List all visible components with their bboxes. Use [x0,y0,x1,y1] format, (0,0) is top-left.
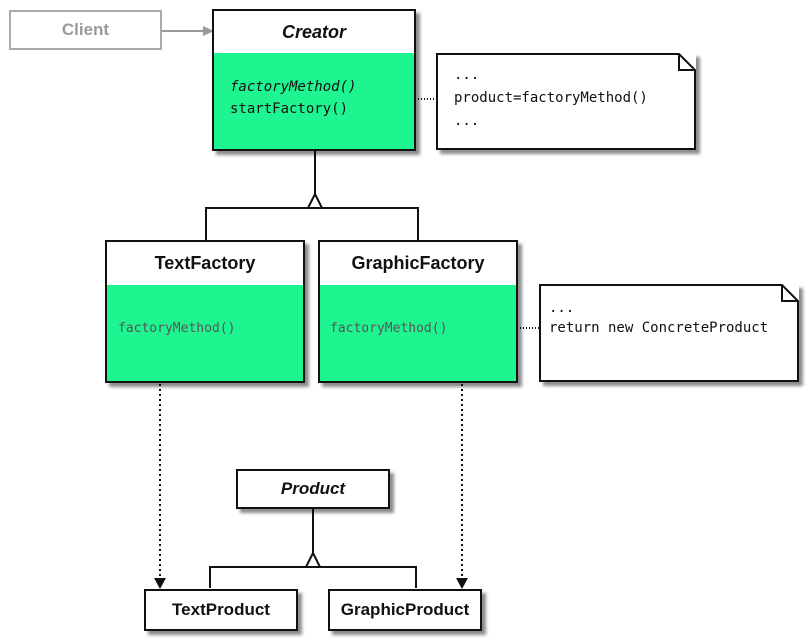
creator-code-note: ... product=factoryMethod() ... [436,53,696,150]
product-class-name: Product [280,479,346,498]
creator-inheritance-triangle [306,191,324,209]
graphicfactory-class-header: GraphicFactory [320,242,516,287]
creator-note-line-1: ... [454,67,480,83]
graphic-note-line-1: ... [549,300,575,316]
graphicfactory-code-note: ... return new ConcreteProduct [539,284,799,382]
textfactory-class-header: TextFactory [107,242,303,287]
creator-class[interactable]: Creator factoryMethod() startFactory() [212,9,416,151]
graphicproduct-class[interactable]: GraphicProduct [328,589,482,631]
textfactory-class-methods: factoryMethod() [107,285,303,381]
product-inheritance-lines [209,508,417,588]
textproduct-class[interactable]: TextProduct [144,589,298,631]
graphicfactory-class-name: GraphicFactory [351,253,485,273]
creator-class-name: Creator [281,21,347,42]
creator-note-line-3: ... [454,113,480,129]
textfactory-class[interactable]: TextFactory factoryMethod() [105,240,305,383]
note-outline [436,53,696,150]
product-class[interactable]: Product [236,469,390,509]
creator-method-startfactory: startFactory() [230,101,349,117]
creator-method-factorymethod: factoryMethod() [230,79,357,95]
graphicproduct-class-name: GraphicProduct [340,600,470,619]
graphicfactory-method-factorymethod: factoryMethod() [330,321,448,336]
client-to-creator-arrow [162,26,214,36]
creator-note-line-2: product=factoryMethod() [454,90,648,106]
product-inheritance-triangle [304,550,322,568]
note-outline [539,284,799,382]
graphic-note-line-2: return new ConcreteProduct [549,320,769,336]
graphicfactory-creates-graphicproduct-arrow [456,384,468,589]
textfactory-class-name: TextFactory [154,253,256,273]
creator-class-methods: factoryMethod() startFactory() [214,53,414,149]
graphicfactory-class[interactable]: GraphicFactory factoryMethod() [318,240,518,383]
creator-inheritance-lines [205,150,419,240]
graphicfactory-class-methods: factoryMethod() [320,285,516,381]
client-box[interactable]: Client [9,10,162,50]
creator-class-header: Creator [214,11,414,55]
textfactory-creates-textproduct-arrow [154,384,166,589]
textproduct-class-name: TextProduct [172,600,270,619]
client-label: Client [61,20,110,39]
textfactory-method-factorymethod: factoryMethod() [118,321,236,336]
